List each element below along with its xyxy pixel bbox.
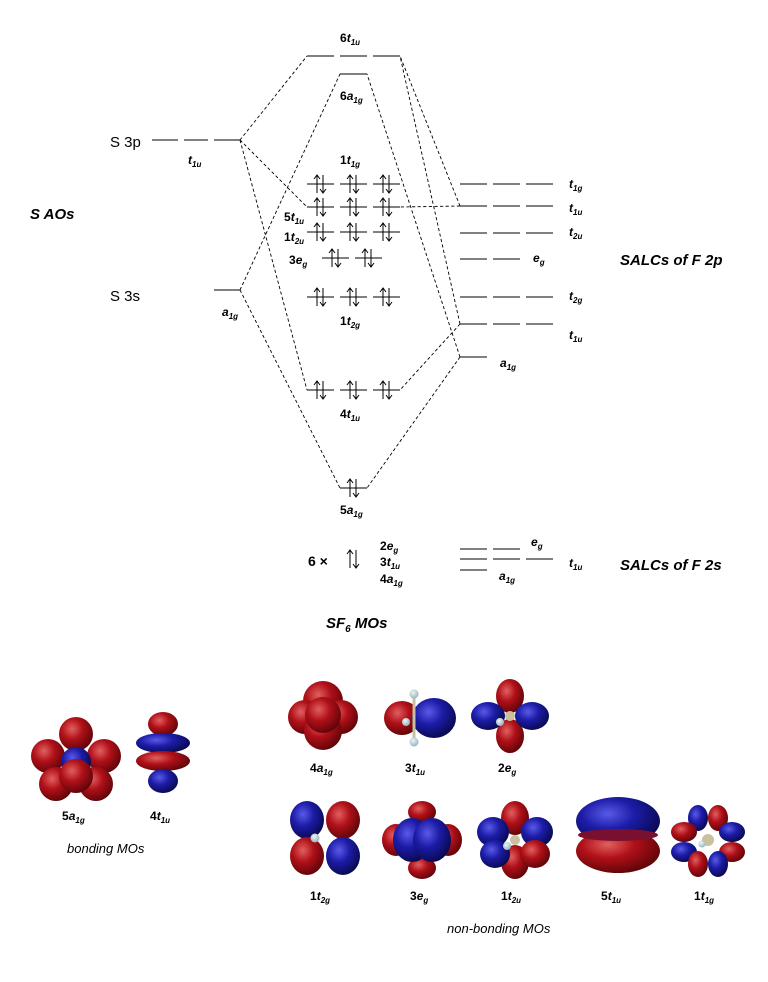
- salc-t2g-label: t2g: [569, 289, 582, 305]
- mo-picture-5t1u: [576, 797, 660, 873]
- electron-pair-arrow: [379, 174, 393, 194]
- mo-picture-1t2u: [477, 801, 553, 879]
- mo-picture-2eg: [471, 679, 549, 753]
- electron-pair-arrow: [379, 197, 393, 217]
- mo-picture-3eg: [382, 801, 462, 879]
- mo-picture-4t1u: [136, 712, 190, 793]
- mo-picture-4a1g: [288, 681, 358, 750]
- salc-a1g-label: a1g: [500, 356, 516, 372]
- mo-picture-1t2g: [290, 801, 360, 875]
- mo-picture-2eg-label: 2eg: [498, 761, 516, 777]
- salc-2s-levels: [460, 548, 553, 571]
- mo-picture-3t1u: [384, 689, 456, 747]
- s3p-sym: t1u: [188, 153, 201, 169]
- f2s-multiplier: 6 ×: [308, 553, 328, 569]
- salc-t2u-label: t2u: [569, 225, 582, 241]
- s3s-label: S 3s: [110, 288, 140, 305]
- salc-2s-t1u-label: t1u: [569, 556, 582, 572]
- mo-picture-3t1u-label: 3t1u: [405, 761, 425, 777]
- mo-4t1u-label: 4t1u: [340, 407, 360, 423]
- electron-pairs: [313, 174, 393, 498]
- salc-eg-label: eg: [533, 251, 545, 267]
- mo-1t1g-label: 1t1g: [340, 153, 360, 169]
- mo-5a1g-label: 5a1g: [340, 503, 363, 519]
- mo-picture-1t1g-label: 1t1g: [694, 889, 714, 905]
- electron-pair-arrow: [313, 222, 327, 242]
- mo-3eg-label: 3eg: [289, 253, 307, 269]
- electron-pair-arrow: [313, 197, 327, 217]
- nonbonding-caption: non-bonding MOs: [447, 921, 551, 936]
- mo-6a1g-label: 6a1g: [340, 89, 363, 105]
- electron-pair-arrow: [346, 222, 360, 242]
- mo-picture-4a1g-label: 4a1g: [310, 761, 333, 777]
- salc-t1g-label: t1g: [569, 177, 582, 193]
- mo-1t2g-label: 1t2g: [340, 314, 360, 330]
- mo-picture-3eg-label: 3eg: [410, 889, 428, 905]
- mo-picture-5a1g: [31, 717, 121, 801]
- correlation-lines: [239, 55, 461, 489]
- right-title-2p: SALCs of F 2p: [620, 252, 723, 269]
- bottom-title: SF6 MOs: [326, 615, 387, 635]
- mo-picture-1t2g-label: 1t2g: [310, 889, 330, 905]
- mo-1t2u-label: 1t2u: [284, 230, 304, 246]
- left-title: S AOs: [30, 206, 74, 223]
- mo-picture-5t1u-label: 5t1u: [601, 889, 621, 905]
- electron-pair-arrow: [379, 222, 393, 242]
- salc-2s-eg-label: eg: [531, 535, 543, 551]
- mo-picture-5a1g-label: 5a1g: [62, 809, 85, 825]
- s3s-sym: a1g: [222, 305, 238, 321]
- electron-pair-arrow: [313, 380, 327, 400]
- electron-pair-arrow: [346, 287, 360, 307]
- mo-2eg-label: 2eg: [380, 539, 398, 555]
- electron-pair-arrow: [346, 174, 360, 194]
- f2s-electron-pair: [346, 549, 360, 569]
- electron-pair-arrow: [346, 197, 360, 217]
- salc-2p-levels: [460, 183, 553, 358]
- salc-2s-a1g-label: a1g: [499, 569, 515, 585]
- salc-t1u-lower-label: t1u: [569, 328, 582, 344]
- s3p-label: S 3p: [110, 134, 141, 151]
- mo-picture-1t1g: [671, 805, 745, 877]
- electron-pair-arrow: [379, 380, 393, 400]
- electron-pair-arrow: [379, 287, 393, 307]
- electron-pair-arrow: [361, 248, 375, 268]
- mo-6t1u-label: 6t1u: [340, 31, 360, 47]
- bonding-caption: bonding MOs: [67, 841, 145, 856]
- electron-pair-arrow: [328, 248, 342, 268]
- electron-pair-arrow: [313, 174, 327, 194]
- electron-pair-arrow: [346, 549, 360, 569]
- mo-3t1u-label: 3t1u: [380, 555, 400, 571]
- right-title-2s: SALCs of F 2s: [620, 557, 722, 574]
- mo-picture-1t2u-label: 1t2u: [501, 889, 521, 905]
- salc-t1u-upper-label: t1u: [569, 201, 582, 217]
- mo-5t1u-label: 5t1u: [284, 210, 304, 226]
- electron-pair-arrow: [313, 287, 327, 307]
- mo-4a1g-label: 4a1g: [380, 572, 403, 588]
- mo-picture-4t1u-label: 4t1u: [150, 809, 170, 825]
- electron-pair-arrow: [346, 478, 360, 498]
- electron-pair-arrow: [346, 380, 360, 400]
